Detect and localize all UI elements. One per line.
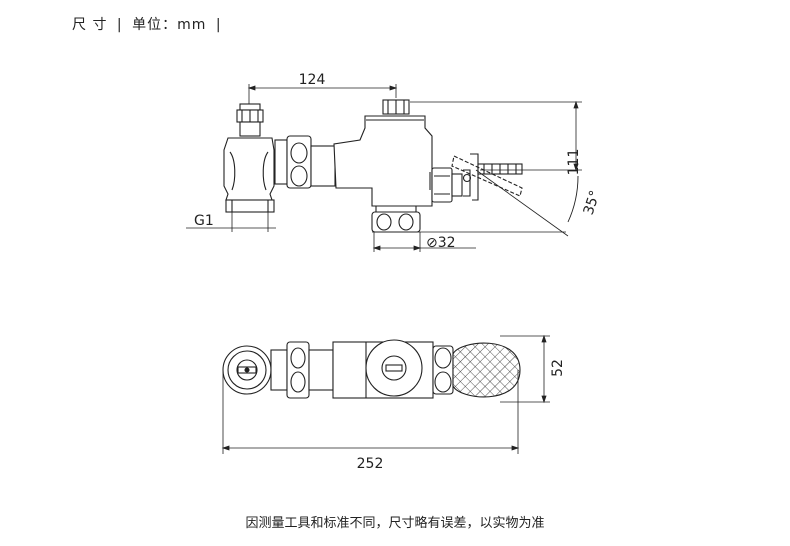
dim-thread-g1: G1 — [194, 213, 214, 229]
dimension-header: 尺 寸 | 单位：mm | — [72, 14, 226, 34]
side-view — [223, 99, 579, 233]
dim-angle-35: 35° — [581, 188, 604, 217]
union-nut — [274, 135, 312, 189]
footer-note: 因测量工具和标准不同，尺寸略有误差，以实物为准 — [245, 516, 545, 531]
valve-body-top — [332, 339, 434, 399]
inlet-body — [223, 137, 275, 201]
side-dimensions — [186, 84, 582, 252]
separator-right: | — [215, 17, 222, 33]
inlet-top — [222, 345, 272, 395]
paddle-handle — [452, 342, 521, 398]
dim-height-111: 111 — [566, 149, 582, 176]
top-view — [222, 339, 521, 399]
flush-valve-body — [333, 99, 433, 207]
dim-width-52: 52 — [550, 359, 566, 377]
dim-diameter-32: ⊘32 — [426, 235, 456, 251]
handle-nut-top — [432, 345, 454, 395]
dim-length-252: 252 — [357, 456, 384, 472]
outlet-nut — [371, 206, 421, 233]
union-nut-top — [270, 341, 310, 399]
inlet-cap — [236, 103, 264, 137]
pipe-top — [308, 349, 334, 391]
separator-left: | — [116, 17, 123, 33]
dim-width-124: 124 — [299, 72, 326, 88]
top-dimensions — [221, 334, 550, 454]
handle-nut — [431, 167, 472, 203]
g1-thread — [225, 199, 275, 213]
angle-arc — [567, 175, 579, 223]
handle-tilted — [451, 155, 523, 197]
size-label: 尺 寸 — [72, 17, 108, 33]
unit-label: 单位：mm — [132, 17, 207, 33]
connecting-pipe — [310, 145, 336, 187]
